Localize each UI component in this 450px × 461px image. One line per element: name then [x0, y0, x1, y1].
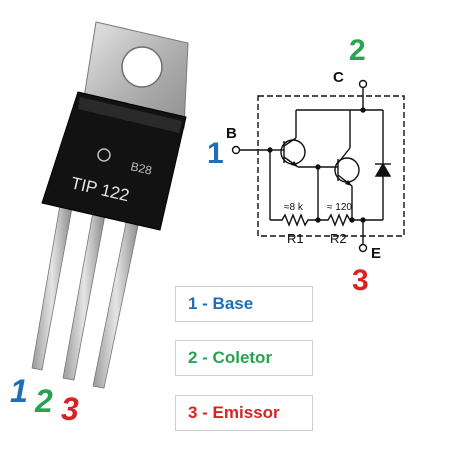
- legend-collector: 2 - Coletor: [175, 340, 313, 376]
- schematic-enclosure: [257, 95, 405, 237]
- legend-emitter: 3 - Emissor: [175, 395, 313, 431]
- package-body: [41, 91, 187, 231]
- r2-value: ≈ 120: [327, 202, 352, 213]
- collector-terminal: [358, 79, 368, 89]
- r1-value: ≈8 k: [284, 202, 304, 213]
- resistor-r2: [318, 213, 352, 227]
- resistor-r1: [270, 213, 318, 227]
- legend-base-text: 1 - Base: [188, 294, 254, 313]
- emitter-letter: E: [371, 245, 381, 262]
- leg-2: [62, 211, 106, 381]
- transistor-package: B28 TIP 122: [31, 21, 189, 389]
- base-terminal: [231, 145, 241, 155]
- r2-label: R2: [330, 231, 347, 246]
- base-letter: B: [226, 125, 237, 142]
- package-pin-3-label: 3: [61, 391, 79, 427]
- package-marking-code: B28: [129, 159, 153, 178]
- logo-icon: [97, 148, 111, 162]
- legend-collector-text: 2 - Coletor: [188, 348, 273, 367]
- emitter-number: 3: [352, 264, 369, 297]
- emitter-terminal: [358, 243, 368, 253]
- protection-diode: [374, 162, 392, 177]
- darlington-schematic: [231, 79, 405, 253]
- package-pin-2-label: 2: [34, 383, 53, 419]
- leg-1: [31, 204, 73, 371]
- legend-base: 1 - Base: [175, 286, 313, 322]
- base-number: 1: [207, 137, 224, 170]
- collector-number: 2: [349, 34, 366, 67]
- r1-label: R1: [287, 231, 304, 246]
- mounting-hole: [121, 46, 163, 88]
- package-pin-1-label: 1: [10, 373, 28, 409]
- legend-emitter-text: 3 - Emissor: [188, 403, 280, 422]
- collector-letter: C: [333, 69, 344, 86]
